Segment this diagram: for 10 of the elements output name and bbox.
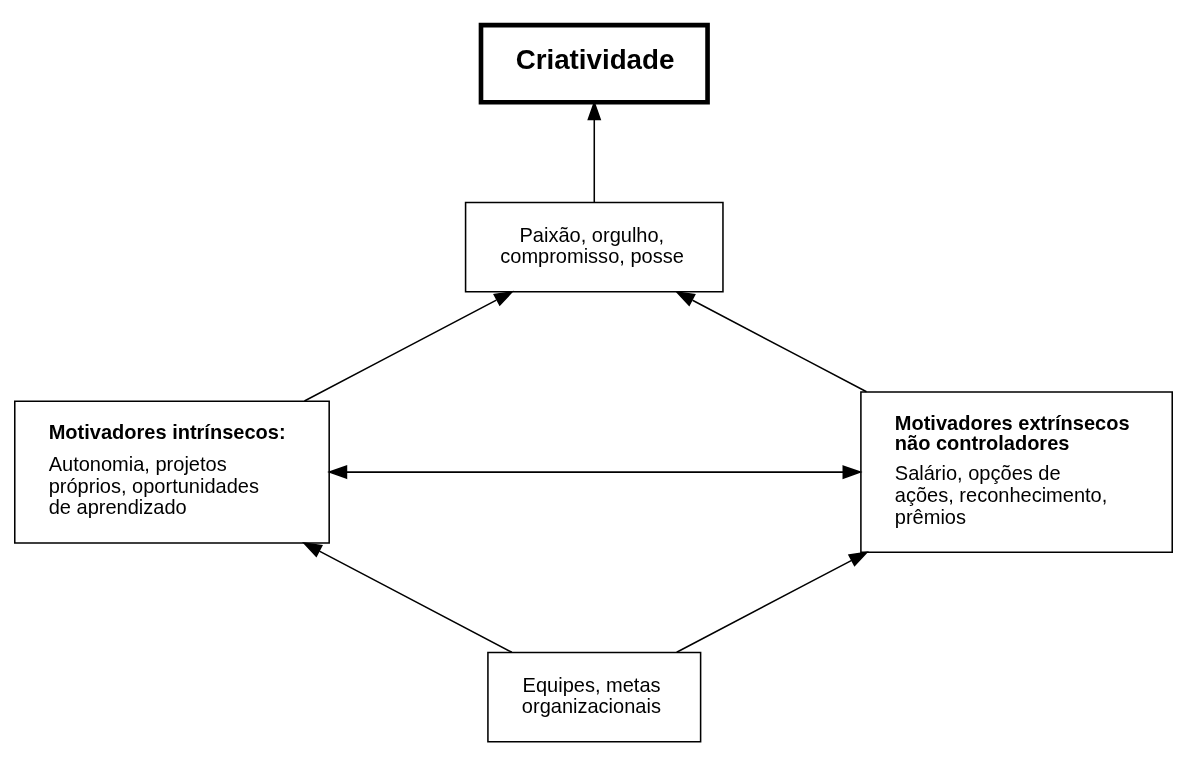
node-box: Criatividade: [478, 22, 710, 105]
node-box: Equipes, metas organizacionais: [487, 651, 702, 743]
node-box: Motivadores intrínsecos: Autonomia, projetos próprios, oportunidades de aprendizado: [14, 400, 330, 544]
arrow: [301, 542, 513, 654]
arrow: [675, 551, 869, 654]
node-box: Motivadores extrínsecos não controladores Salário, opções de ações, reconhecimento, prêmios: [860, 391, 1173, 554]
arrow: [327, 465, 863, 480]
node-box: Paixão, orgulho, compromisso, posse: [464, 201, 724, 293]
arrow: [303, 290, 515, 402]
arrow: [674, 291, 868, 393]
